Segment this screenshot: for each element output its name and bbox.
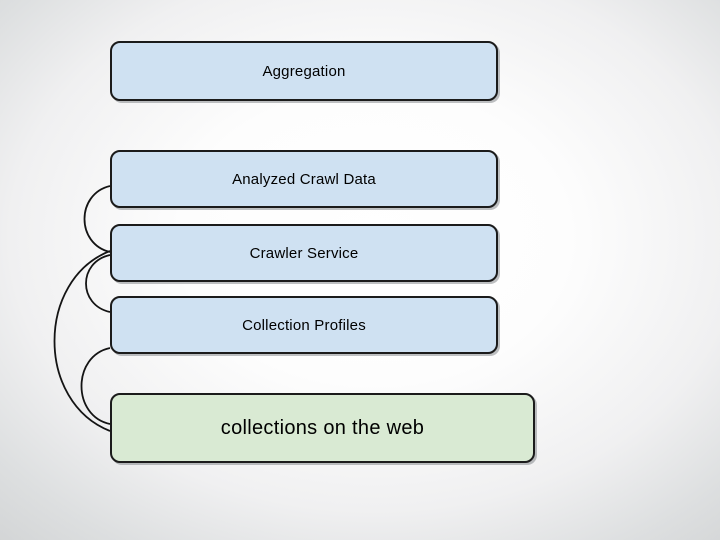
connector-arc-crawler-to-profiles	[85, 254, 111, 313]
diagram-node-collection-profiles: Collection Profiles	[110, 296, 498, 354]
diagram-node-aggregation: Aggregation	[110, 41, 498, 101]
connector-arc-analyzed-to-crawler	[83, 185, 111, 253]
node-label-aggregation: Aggregation	[262, 62, 346, 80]
node-label-analyzed-crawl-data: Analyzed Crawl Data	[232, 170, 376, 188]
diagram-node-analyzed-crawl-data: Analyzed Crawl Data	[110, 150, 498, 208]
diagram-node-collections-on-the-web: collections on the web	[110, 393, 535, 463]
connector-arc-crawler-to-collections	[53, 250, 111, 432]
node-label-crawler-service: Crawler Service	[249, 244, 359, 262]
node-label-collections-on-the-web: collections on the web	[220, 416, 425, 439]
diagram-node-crawler-service: Crawler Service	[110, 224, 498, 282]
connector-arc-profiles-to-collections	[80, 347, 111, 425]
node-label-collection-profiles: Collection Profiles	[242, 316, 366, 334]
